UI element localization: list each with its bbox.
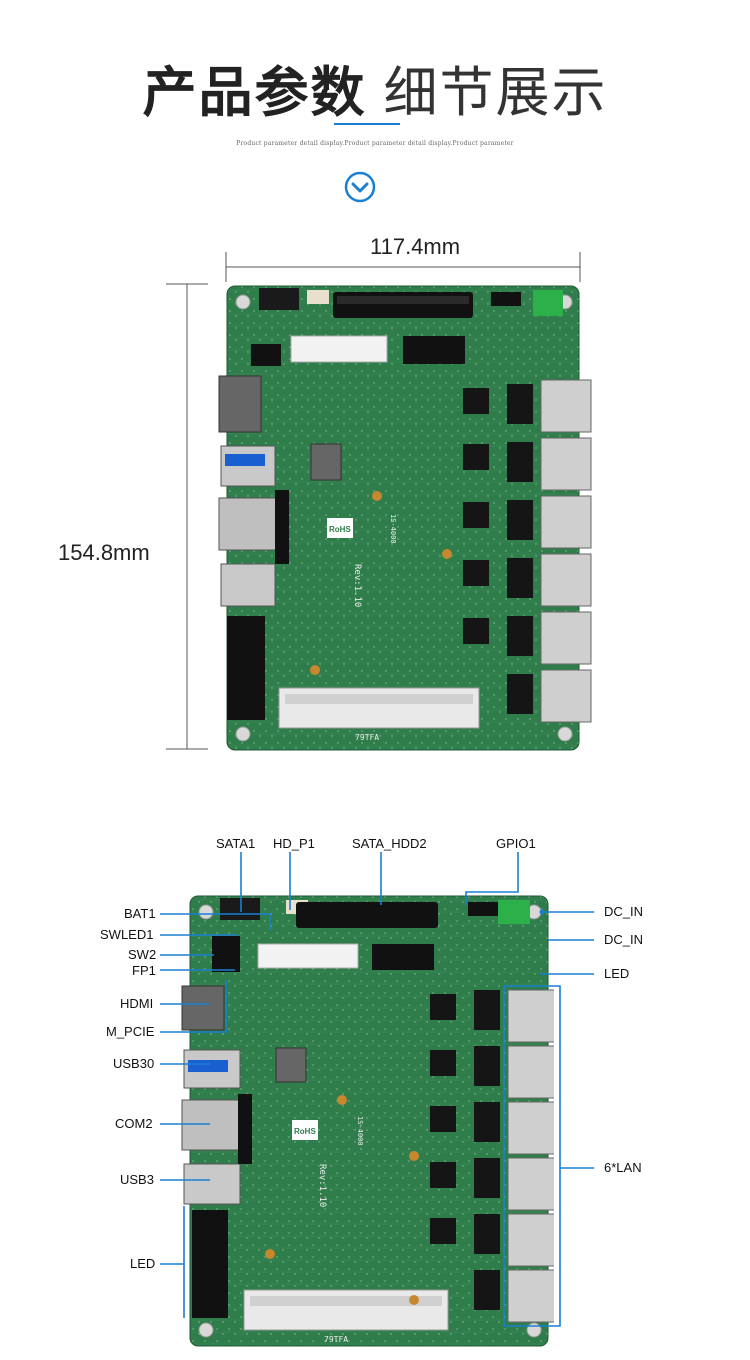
label-dc-in-1: DC_IN bbox=[604, 904, 644, 919]
subtitle: Product parameter detail display.Product… bbox=[236, 140, 514, 147]
label-usb30: USB30 bbox=[113, 1056, 155, 1071]
page-title: 产品参数 细节展示 bbox=[0, 48, 750, 127]
title-bold: 产品参数 bbox=[142, 63, 367, 123]
label-dc-in-2: DC_IN bbox=[604, 932, 644, 947]
model-mark-bottom: 1S-4000 bbox=[356, 1116, 364, 1146]
rohs-mark-top: RoHS bbox=[329, 525, 351, 534]
label-sw2: SW2 bbox=[128, 947, 157, 962]
label-hdmi: HDMI bbox=[120, 996, 154, 1011]
label-sata-hdd2: SATA_HDD2 bbox=[352, 836, 427, 851]
label-led-left: LED bbox=[130, 1256, 156, 1271]
title-underline bbox=[334, 123, 400, 125]
label-gpio1: GPIO1 bbox=[496, 836, 536, 851]
width-label: 117.4mm bbox=[370, 234, 461, 259]
label-sata1: SATA1 bbox=[216, 836, 256, 851]
label-bat1: BAT1 bbox=[124, 906, 156, 921]
board-bottom-mark-bottom: 79TFA bbox=[324, 1335, 348, 1344]
height-label: 154.8mm bbox=[58, 540, 150, 565]
rohs-mark-bottom: RoHS bbox=[294, 1127, 316, 1136]
label-swled1: SWLED1 bbox=[100, 927, 154, 942]
label-m-pcie: M_PCIE bbox=[106, 1024, 155, 1039]
title-light: 细节展示 bbox=[383, 63, 608, 123]
label-usb3: USB3 bbox=[120, 1172, 154, 1187]
board-photo-bottom: 79TFA RoHS Rev:1.10 1S-4000 bbox=[181, 895, 554, 1347]
label-fp1: FP1 bbox=[132, 963, 156, 978]
label-hd-p1: HD_P1 bbox=[273, 836, 315, 851]
board-photo-top: 79TFA RoHS Rev:1.10 1S-4000 bbox=[218, 285, 592, 751]
board-bottom-mark-top: 79TFA bbox=[355, 733, 379, 742]
rev-mark-top: Rev:1.10 bbox=[352, 564, 362, 607]
model-mark-top: 1S-4000 bbox=[389, 514, 397, 544]
label-6-lan: 6*LAN bbox=[604, 1160, 642, 1175]
rev-mark-bottom: Rev:1.10 bbox=[317, 1164, 327, 1207]
label-com2: COM2 bbox=[115, 1116, 153, 1131]
chevron-down-icon bbox=[344, 171, 376, 203]
label-led-right: LED bbox=[604, 966, 630, 981]
